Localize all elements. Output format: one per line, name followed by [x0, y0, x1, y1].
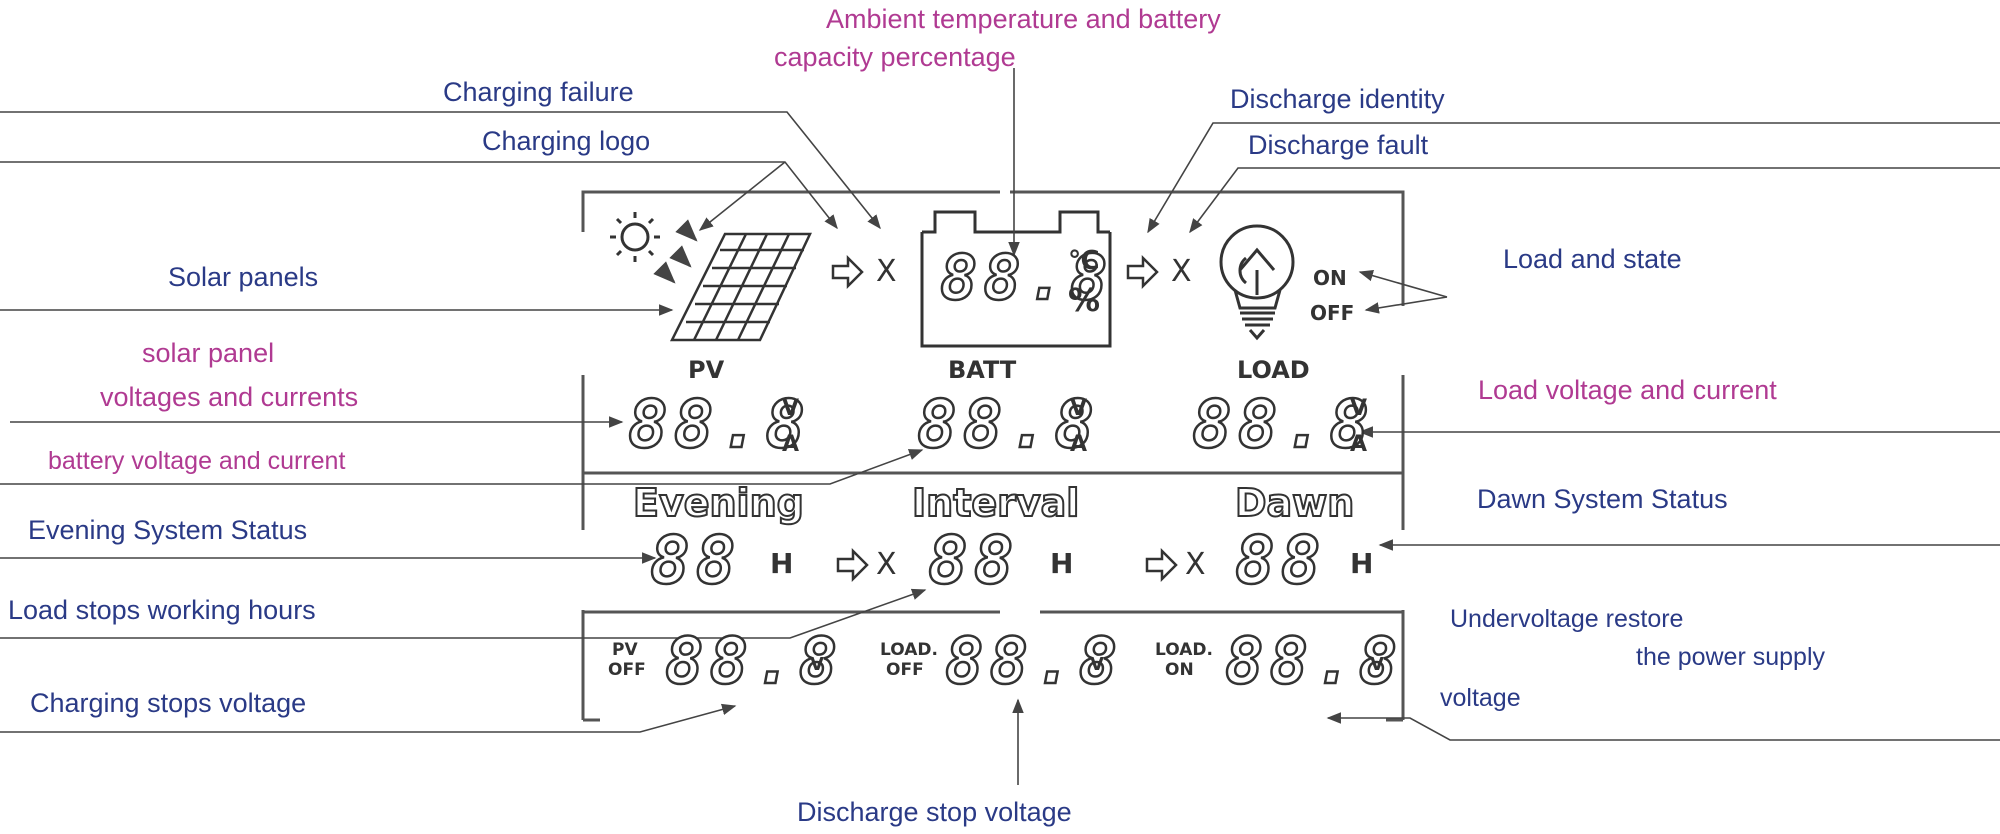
off-indicator: OFF — [1310, 301, 1355, 325]
load-on-label-2: ON — [1165, 660, 1194, 680]
load-off-digits: 88.8 — [944, 625, 1124, 699]
pv-off-label-1: PV — [612, 640, 638, 660]
leader-load-off — [1364, 296, 1448, 314]
label-solar-panels: Solar panels — [168, 262, 319, 292]
label-dawn-status: Dawn System Status — [1477, 484, 1728, 514]
load-label: LOAD — [1237, 356, 1310, 384]
on-indicator: ON — [1313, 266, 1347, 290]
celsius-symbol: ℃ — [1068, 246, 1100, 276]
load-unit-v: V — [1350, 396, 1368, 421]
charge-x-mark: X — [876, 254, 897, 289]
leader-charging-logo — [0, 161, 838, 230]
leader-load-stop-hours — [0, 588, 927, 639]
load-on-label-1: LOAD. — [1155, 640, 1213, 660]
dawn-hours-digits: 88 — [1234, 522, 1327, 599]
label-discharge-stop: Discharge stop voltage — [797, 797, 1072, 827]
evening-hours-digits: 88 — [649, 522, 742, 599]
batt-unit-v: V — [1070, 396, 1088, 421]
interval-hours-digits: 88 — [927, 522, 1020, 599]
load-on-unit-v: V — [1370, 654, 1384, 675]
label-load-state: Load and state — [1503, 244, 1682, 274]
label-discharge-fault: Discharge fault — [1248, 130, 1429, 160]
label-charging-stop: Charging stops voltage — [30, 688, 307, 718]
load-off-unit-v: V — [1090, 654, 1104, 675]
label-load-stop-hours: Load stops working hours — [8, 595, 316, 625]
lcd-frame — [581, 190, 1405, 722]
charge-arrow-icon — [831, 254, 864, 290]
sun-icon — [610, 212, 660, 262]
pv-unit-a: A — [782, 432, 800, 457]
interval-unit-h: H — [1050, 547, 1074, 580]
load-off-label-2: OFF — [886, 660, 924, 680]
pv-unit-v: V — [782, 396, 800, 421]
label-evening-status: Evening System Status — [28, 515, 308, 545]
evening-arrow-icon — [836, 547, 869, 583]
pv-label: PV — [688, 356, 725, 384]
pv-off-digits: 88.8 — [664, 625, 844, 699]
pv-va-digits: 88.8 — [627, 386, 811, 463]
label-solar-vc-line1: solar panel — [142, 338, 275, 368]
pv-off-unit-v: V — [810, 654, 824, 675]
leader-charging-logo-2 — [698, 161, 786, 231]
dawn-label: Dawn — [1234, 481, 1355, 525]
pv-off-label-2: OFF — [608, 660, 646, 680]
label-ambient-line1: Ambient temperature and battery — [826, 4, 1221, 34]
leader-uv-restore — [1326, 712, 2000, 741]
batt-unit-a: A — [1070, 432, 1088, 457]
discharge-x-mark: X — [1171, 254, 1192, 289]
battery-icon — [920, 210, 1112, 348]
batt-label: BATT — [948, 356, 1017, 384]
leader-charging-failure — [0, 111, 881, 230]
leader-load-on — [1358, 270, 1448, 298]
label-uv-line2: the power supply — [1636, 643, 1826, 671]
leader-discharge-identity — [1147, 122, 2000, 234]
label-charging-failure: Charging failure — [443, 77, 634, 107]
bulb-icon — [1219, 224, 1295, 341]
label-uv-line3: voltage — [1440, 684, 1521, 712]
battery-display-digits: 88.8 — [939, 241, 1114, 314]
leader-battery-vc — [0, 449, 924, 485]
label-discharge-identity: Discharge identity — [1230, 84, 1445, 114]
load-on-digits: 88.8 — [1224, 625, 1404, 699]
leader-charging-stop — [0, 703, 737, 733]
label-charging-logo: Charging logo — [482, 126, 651, 156]
percent-symbol: % — [1068, 281, 1101, 319]
label-battery-vc: battery voltage and current — [48, 447, 346, 475]
batt-va-digits: 88.8 — [916, 386, 1100, 463]
solar-panel-icon — [669, 232, 812, 342]
label-load-vc: Load voltage and current — [1478, 375, 1777, 405]
interval-label: Interval — [911, 481, 1080, 525]
leader-discharge-fault — [1189, 167, 2000, 234]
leader-lines — [0, 68, 2000, 785]
interval-x-mark: X — [876, 547, 897, 582]
dawn-x-mark: X — [1185, 547, 1206, 582]
dawn-unit-h: H — [1350, 547, 1374, 580]
label-solar-vc-line2: voltages and currents — [100, 382, 359, 412]
evening-unit-h: H — [770, 547, 794, 580]
load-va-digits: 88.8 — [1191, 386, 1375, 463]
sunlight-arrows-icon — [653, 219, 698, 284]
label-ambient-line2: capacity percentage — [774, 42, 1016, 72]
label-uv-line1: Undervoltage restore — [1450, 605, 1684, 633]
evening-label: Evening — [632, 481, 805, 525]
load-unit-a: A — [1350, 432, 1368, 457]
discharge-arrow-icon — [1126, 254, 1159, 290]
dawn-arrow-icon — [1145, 547, 1178, 583]
load-off-label-1: LOAD. — [880, 640, 938, 660]
